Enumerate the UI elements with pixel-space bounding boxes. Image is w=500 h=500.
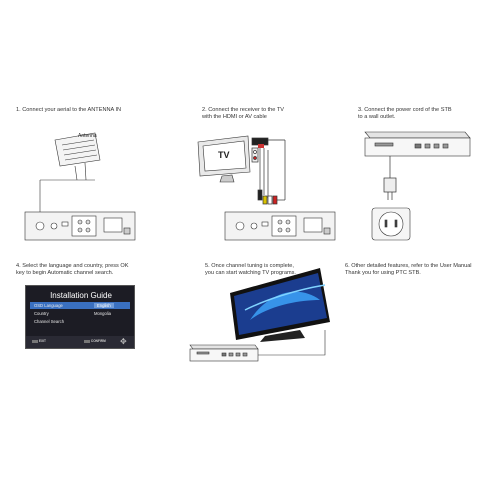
stb-front-panel-3	[364, 131, 471, 157]
stb-rear-panel-2	[224, 211, 336, 241]
country-label: Country	[34, 311, 49, 316]
exit-key-icon	[32, 339, 38, 343]
installation-guide-screen: Installation Guide OSD Language English …	[25, 285, 135, 349]
installation-guide-title: Installation Guide	[50, 291, 112, 300]
osd-language-label: OSD Language	[34, 303, 63, 308]
tv-label: TV	[218, 150, 230, 160]
hdmi-av-cables	[251, 137, 286, 205]
antenna-label: Antenna	[78, 133, 97, 139]
tv-illustration	[197, 135, 251, 183]
step-2-caption: 2. Connect the receiver to the TV with t…	[202, 107, 284, 120]
country-value: Mongolia	[94, 311, 111, 316]
channel-search-label: Channel Search	[34, 319, 65, 324]
confirm-key-icon	[84, 339, 90, 343]
osd-language-value: English	[94, 303, 114, 308]
stb-rear-panel-1	[24, 211, 136, 241]
exit-hint: EXIT	[32, 339, 46, 343]
antenna-illustration	[39, 132, 101, 214]
channel-search-row[interactable]: Channel Search	[30, 318, 130, 325]
stb-front-panel-5	[189, 330, 326, 362]
wall-outlet	[371, 207, 411, 241]
power-cord	[383, 156, 397, 200]
dpad-icon: ✥	[120, 337, 127, 346]
step-3-caption: 3. Connect the power cord of the STB to …	[358, 107, 452, 120]
step-5-caption: 5. Once channel tuning is complete, you …	[205, 263, 296, 276]
osd-language-row[interactable]: OSD Language English	[30, 302, 130, 309]
step-4-caption: 4. Select the language and country, pres…	[16, 263, 129, 276]
flat-tv-illustration	[230, 268, 330, 342]
step-1-caption: 1. Connect your aerial to the ANTENNA IN	[16, 107, 122, 113]
installation-guide-footer: EXIT CONFIRM ✥	[26, 336, 134, 348]
country-row[interactable]: Country Mongolia	[30, 310, 130, 317]
confirm-hint: CONFIRM	[84, 339, 106, 343]
step-6-caption: 6. Other detailed features, refer to the…	[345, 263, 472, 276]
